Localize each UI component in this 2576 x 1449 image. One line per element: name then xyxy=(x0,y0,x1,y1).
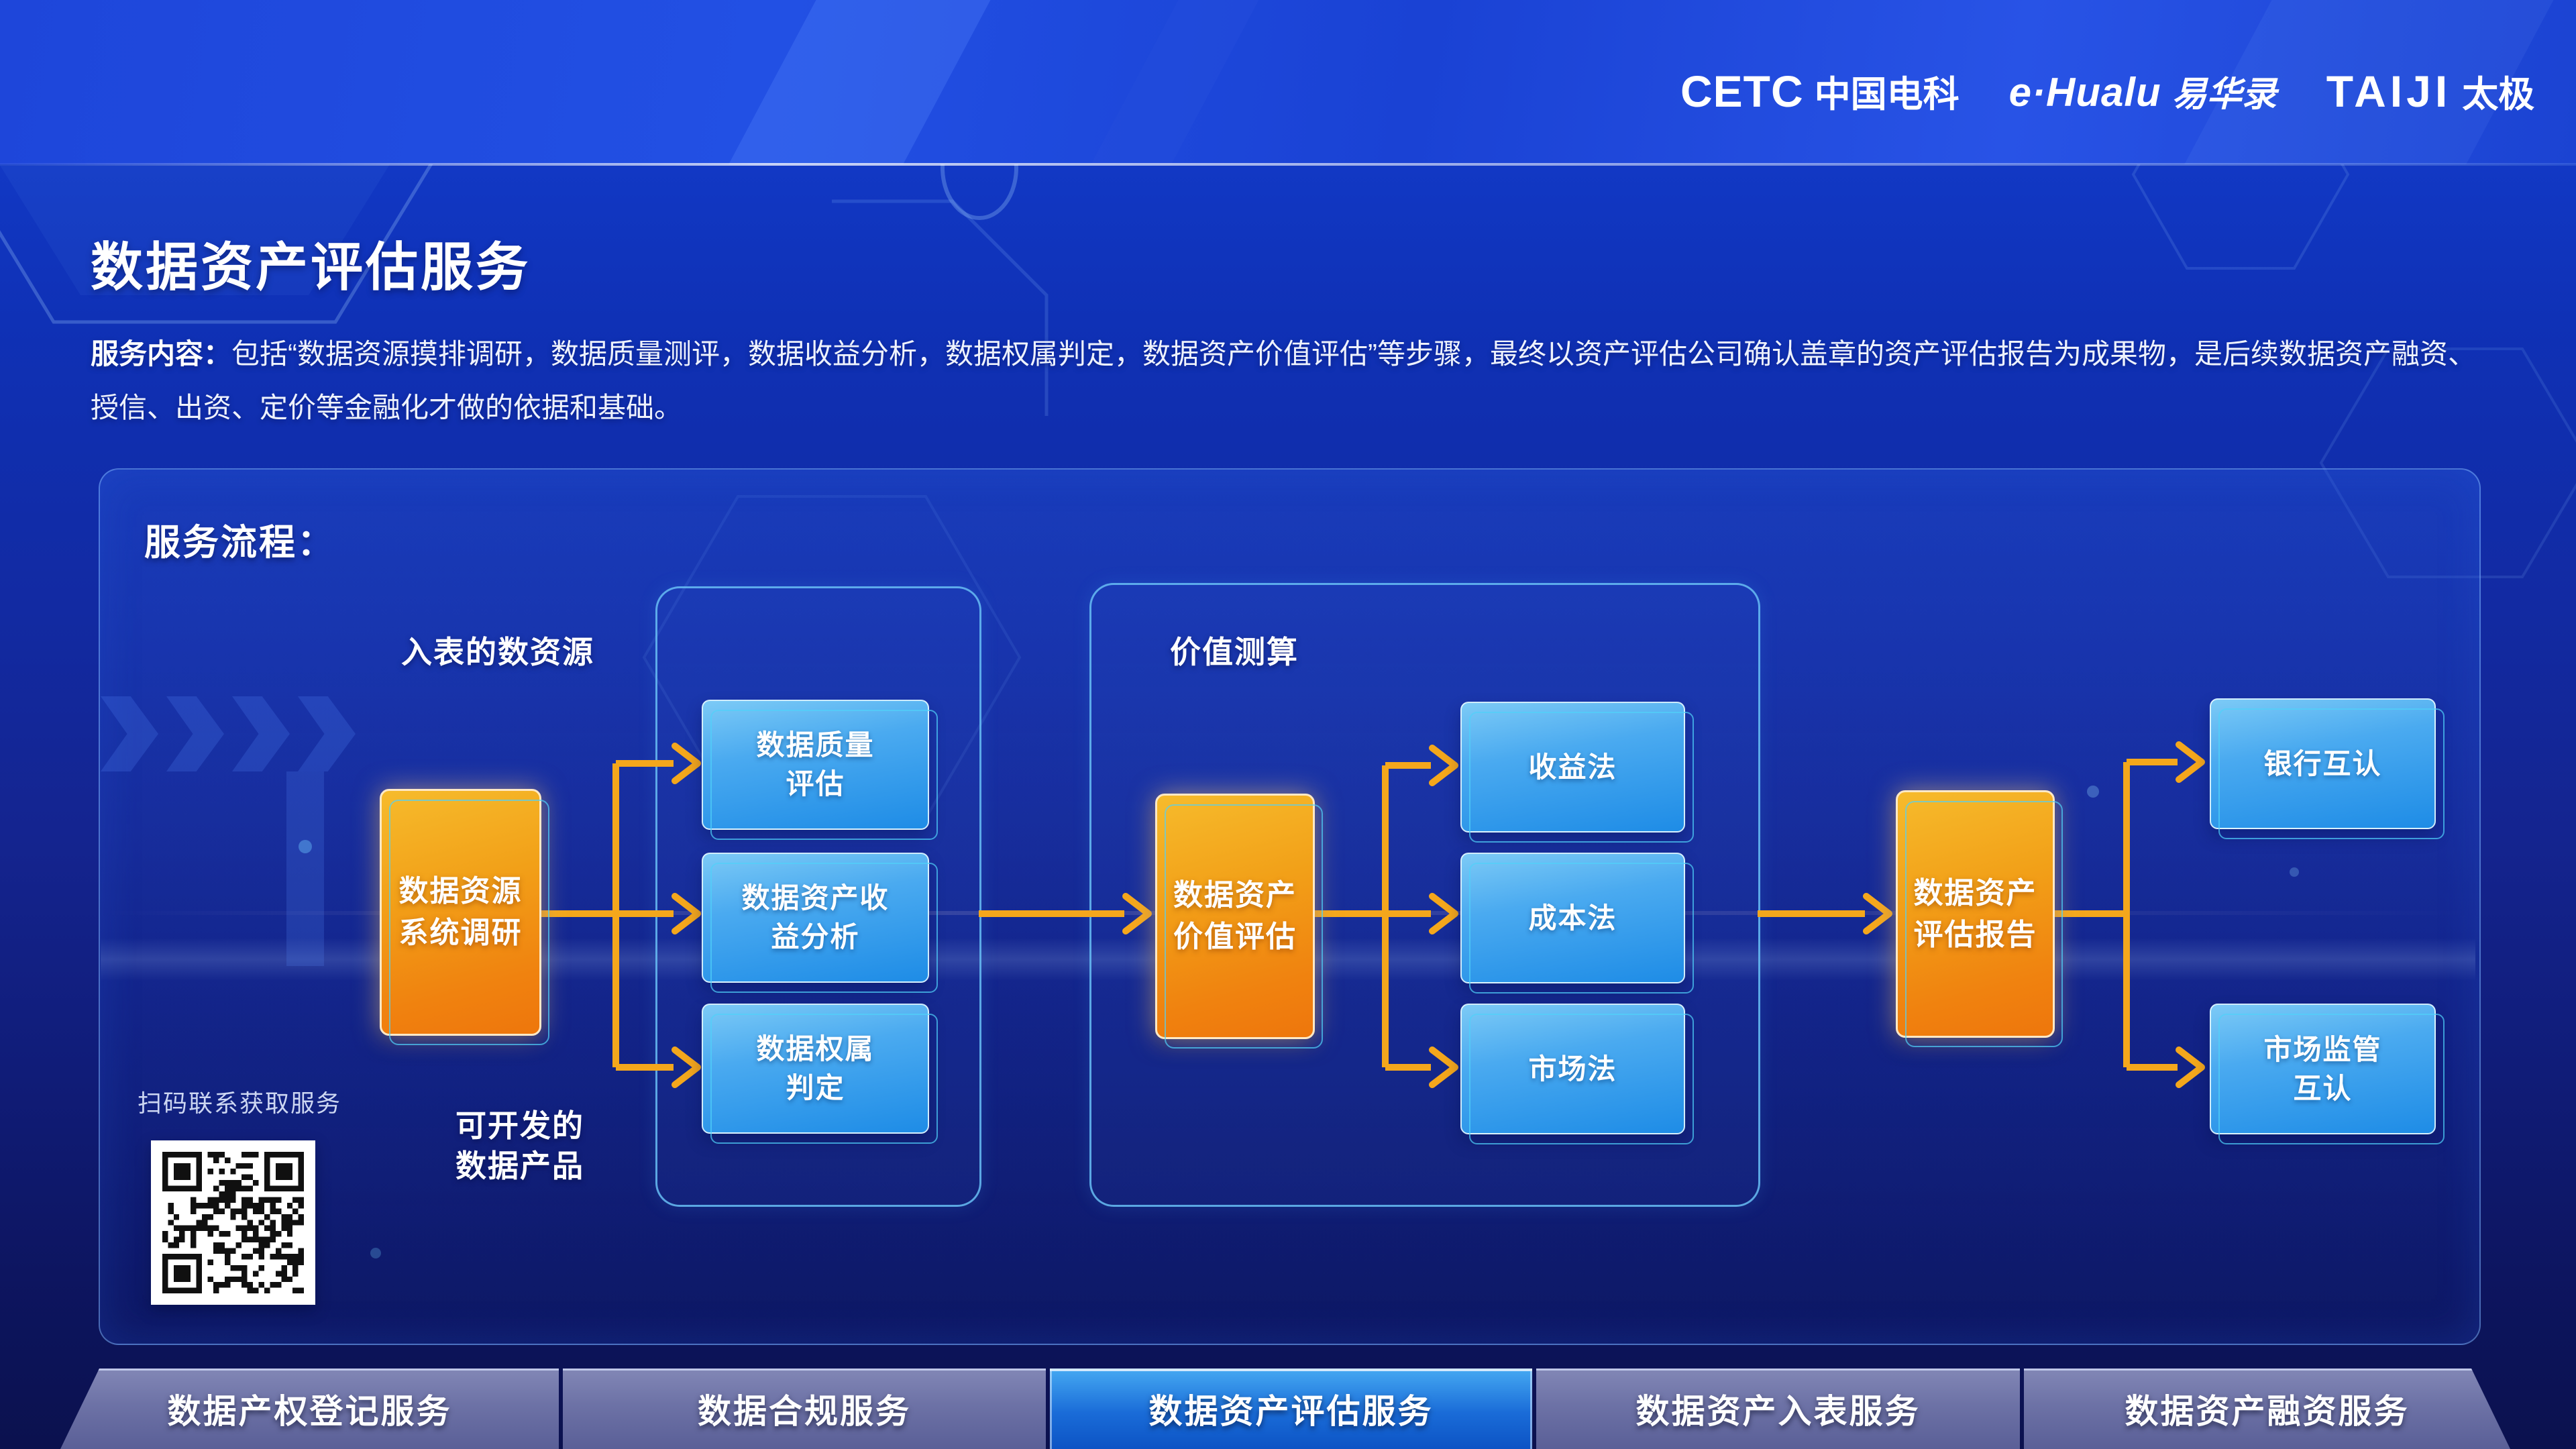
header-band xyxy=(0,0,2576,164)
cetc-logo-cn: 中国电科 xyxy=(1814,74,1960,115)
ehualu-logo-text: e·Hualu xyxy=(2008,69,2161,115)
valuation-label: 价值测算 xyxy=(1170,635,1299,669)
developable-products-label: 可开发的 数据产品 xyxy=(455,1108,584,1183)
node-ownership-determination: 数据权属 判定 xyxy=(702,1004,929,1134)
service-intro-label: 服务内容： xyxy=(91,338,232,370)
tab-data-rights-registration[interactable]: 数据产权登记服务 xyxy=(60,1368,559,1449)
service-tab-bar: 数据产权登记服务 数据合规服务 数据资产评估服务 数据资产入表服务 数据资产融资… xyxy=(0,1368,2576,1449)
node-assessment-report: 数据资产 评估报告 xyxy=(1896,790,2055,1038)
taiji-logo-text: TAIJI xyxy=(2326,66,2452,116)
header-stripe xyxy=(1075,0,1273,164)
cetc-logo-text: CETC xyxy=(1680,66,1804,116)
ehualu-logo-cn: 易华录 xyxy=(2171,74,2277,114)
flow-heading: 服务流程： xyxy=(144,523,335,563)
header-stripe xyxy=(712,0,1005,164)
header-divider-line xyxy=(0,163,2576,166)
service-intro: 服务内容：包括“数据资源摸排调研，数据质量测评，数据收益分析，数据权属判定，数据… xyxy=(91,327,2489,435)
node-cost-method: 成本法 xyxy=(1460,853,1685,983)
tab-data-compliance[interactable]: 数据合规服务 xyxy=(563,1368,1046,1449)
decor-pillar xyxy=(286,771,324,966)
node-value-assessment: 数据资产 价值评估 xyxy=(1155,794,1315,1039)
qr-code xyxy=(151,1140,315,1305)
node-data-resource-survey: 数据资源 系统调研 xyxy=(380,789,541,1036)
node-income-analysis: 数据资产收 益分析 xyxy=(702,853,929,983)
node-bank-recognition: 银行互认 xyxy=(2210,698,2436,829)
tab-data-asset-assessment[interactable]: 数据资产评估服务 xyxy=(1050,1368,1532,1449)
service-intro-text: 包括“数据资源摸排调研，数据质量测评，数据收益分析，数据权属判定，数据资产价值评… xyxy=(91,338,2476,423)
tab-data-asset-entry[interactable]: 数据资产入表服务 xyxy=(1536,1368,2020,1449)
page-title: 数据资产评估服务 xyxy=(91,237,531,297)
cetc-logo: CETC 中国电科 xyxy=(1680,64,1960,117)
partner-logos: CETC 中国电科 e·Hualu 易华录 TAIJI 太极 xyxy=(1680,62,2534,119)
tab-data-asset-financing[interactable]: 数据资产融资服务 xyxy=(2024,1368,2510,1449)
taiji-logo: TAIJI 太极 xyxy=(2326,64,2534,117)
node-market-regulator-recognition: 市场监管 互认 xyxy=(2210,1004,2436,1134)
node-data-quality-assess: 数据质量 评估 xyxy=(702,700,929,830)
node-market-method: 市场法 xyxy=(1460,1004,1685,1134)
ehualu-logo: e·Hualu 易华录 xyxy=(2009,66,2277,116)
input-resources-label: 入表的数资源 xyxy=(401,635,594,669)
taiji-logo-cn: 太极 xyxy=(2462,74,2535,115)
node-income-method: 收益法 xyxy=(1460,702,1685,833)
qr-caption: 扫码联系获取服务 xyxy=(138,1089,342,1117)
